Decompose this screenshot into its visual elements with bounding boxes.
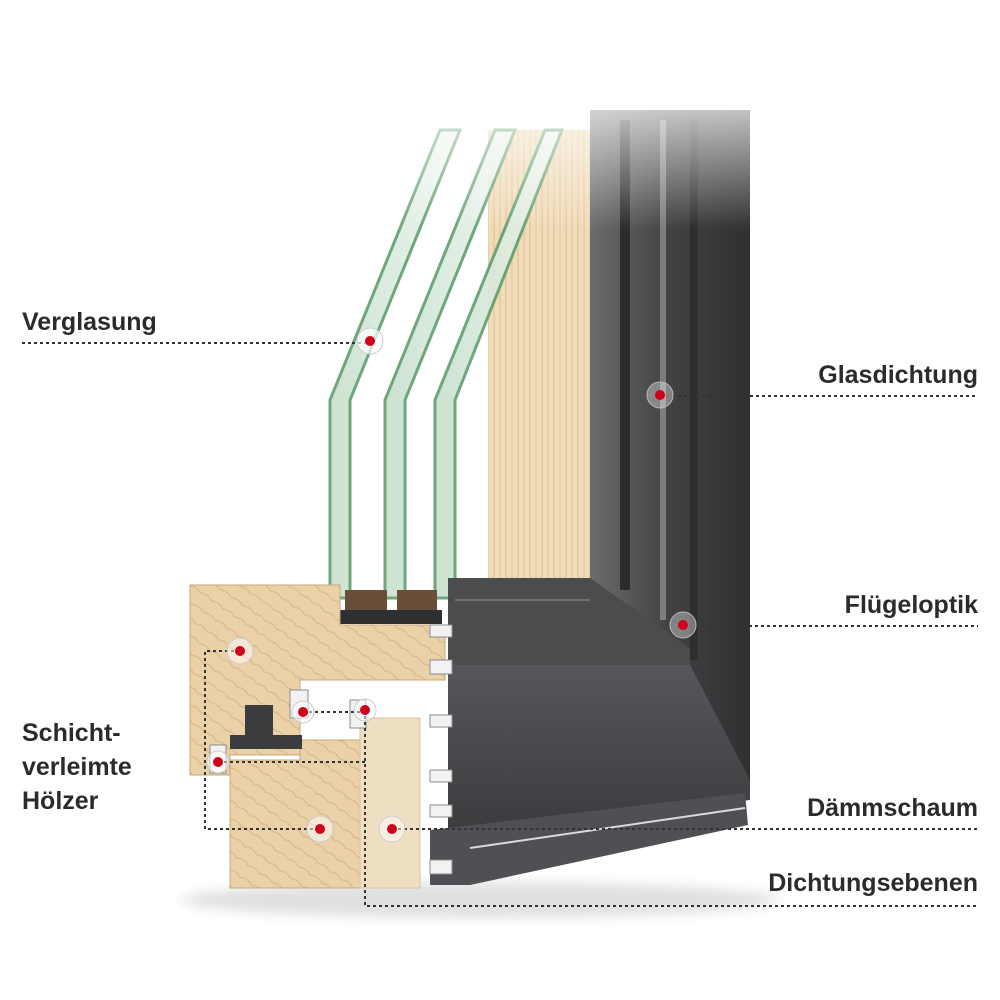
leader-lines (22, 342, 978, 907)
marker-seal-2 (353, 698, 377, 722)
label-fluegeloptik: Flügeloptik (844, 591, 978, 619)
sash-edge-strip (660, 120, 666, 620)
leader-hoelzer (204, 650, 320, 830)
label-hoelzer-line2: verleimte (22, 753, 132, 781)
top-fade-overlay (300, 60, 800, 230)
window-illustration (180, 60, 800, 918)
label-glasdichtung: Glasdichtung (818, 361, 978, 389)
label-daemmschaum: Dämmschaum (807, 794, 978, 822)
label-hoelzer-line3: Hölzer (22, 787, 99, 815)
marker-seal-3 (206, 750, 230, 774)
marker-seal-1 (291, 700, 315, 724)
sash-edge-strip-2 (690, 120, 698, 660)
wood-groove-2 (230, 735, 302, 749)
marker-daemmschaum (378, 815, 406, 843)
marker-hoelzer-top (226, 637, 254, 665)
label-verglasung: Verglasung (22, 308, 157, 336)
glass-seal-strip (620, 120, 630, 590)
label-hoelzer-line1: Schicht- (22, 719, 121, 747)
glass-spacer-2 (397, 590, 437, 610)
marker-glasdichtung (646, 381, 674, 409)
label-schichtverleimte-hoelzer: Schicht- verleimte Hölzer (22, 716, 132, 818)
aluminium-frame-bottom (448, 665, 750, 830)
insulation-foam-block (359, 717, 421, 889)
marker-fluegeloptik (669, 611, 697, 639)
floor-shadow (180, 882, 780, 918)
marker-verglasung (356, 327, 384, 355)
glass-spacer-1 (345, 590, 387, 610)
glass-base-seal (332, 610, 442, 624)
aluminium-frame-base (430, 793, 748, 885)
label-dichtungsebenen: Dichtungsebenen (768, 869, 978, 897)
wood-groove (245, 705, 273, 737)
markers (206, 327, 697, 843)
marker-hoelzer-bottom (306, 815, 334, 843)
profile-highlight (469, 807, 746, 849)
